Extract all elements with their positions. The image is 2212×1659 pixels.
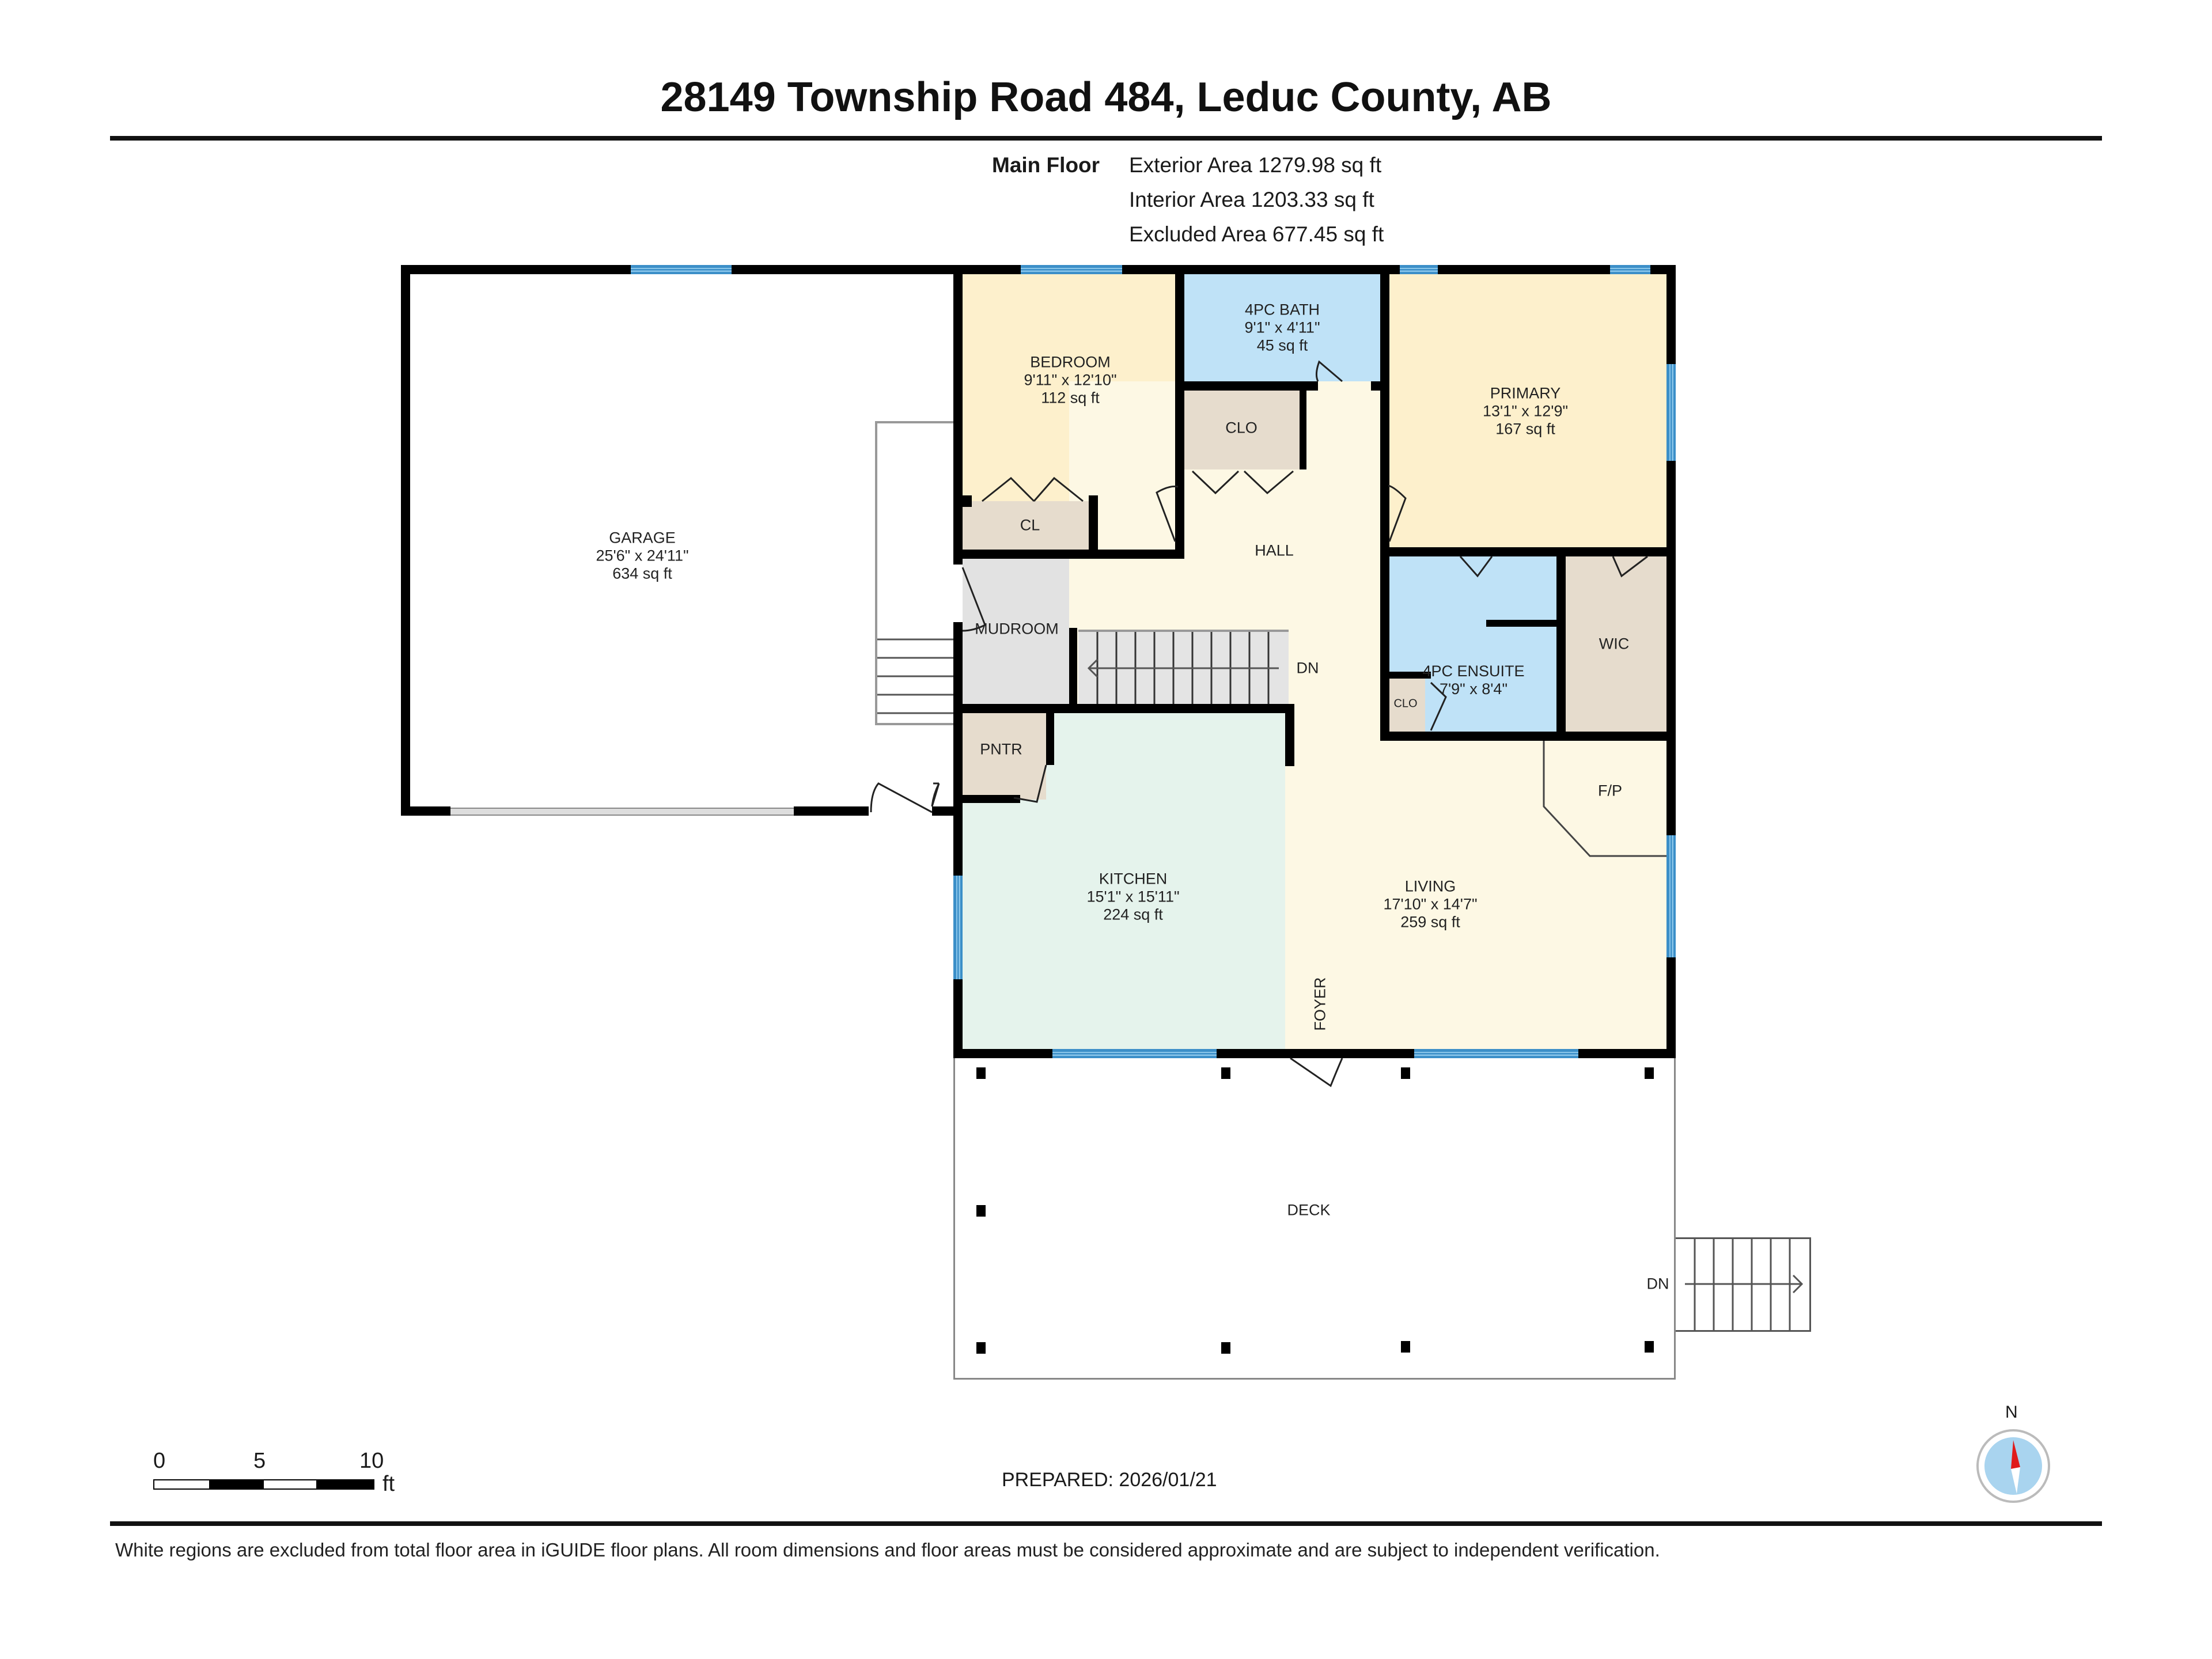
- label-wic: WIC: [1599, 635, 1630, 653]
- window: [1400, 265, 1438, 274]
- deck-post: [976, 1205, 986, 1217]
- wall: [1069, 628, 1077, 709]
- wall: [1380, 732, 1676, 741]
- room-cl-bedroom: [963, 501, 1095, 550]
- room-deck: [953, 1058, 1676, 1380]
- room-primary: [1389, 274, 1666, 547]
- room-garage: [410, 274, 953, 806]
- window: [1610, 265, 1650, 274]
- room-living: [1285, 732, 1666, 1049]
- scale-bar: 0 5 10 ft: [153, 1440, 412, 1503]
- wall: [1380, 544, 1389, 740]
- wall: [401, 806, 450, 816]
- compass: N: [1973, 1403, 2054, 1506]
- footer-divider: [110, 1521, 2102, 1526]
- wall: [1556, 556, 1566, 732]
- label-garage: GARAGE 25'6" x 24'11" 634 sq ft: [596, 529, 689, 582]
- exterior-area: Exterior Area 1279.98 sq ft: [1129, 153, 1382, 177]
- deck-post: [1221, 1342, 1230, 1354]
- wall: [1380, 265, 1389, 544]
- deck-stairs: [1676, 1237, 1811, 1332]
- label-bath: 4PC BATH 9'1" x 4'11" 45 sq ft: [1244, 301, 1320, 354]
- scale-tick-5: 5: [253, 1449, 266, 1473]
- wall: [1046, 713, 1054, 765]
- wall: [1389, 672, 1431, 679]
- label-clo-ensuite: CLO: [1393, 697, 1418, 710]
- room-clo-hall: [1184, 389, 1300, 469]
- wall: [953, 265, 1676, 274]
- footer-disclaimer: White regions are excluded from total fl…: [115, 1539, 1660, 1560]
- room-bath: [1184, 274, 1380, 381]
- wall: [963, 795, 1020, 803]
- label-kitchen: KITCHEN 15'1" x 15'11" 224 sq ft: [1086, 870, 1180, 923]
- window: [631, 265, 732, 274]
- wall: [1380, 547, 1676, 556]
- interior-area: Interior Area 1203.33 sq ft: [1129, 188, 1374, 211]
- label-pantry: PNTR: [980, 740, 1022, 758]
- deck-post: [1401, 1067, 1410, 1079]
- scale-tick-0: 0: [153, 1449, 166, 1473]
- label-ensuite: 4PC ENSUITE 7'9" x 8'4": [1422, 662, 1525, 698]
- label-fireplace: F/P: [1597, 782, 1623, 800]
- wall: [1175, 265, 1184, 559]
- window: [1021, 265, 1122, 274]
- wall: [1089, 495, 1098, 550]
- window: [1052, 1049, 1217, 1058]
- label-mudroom: MUDROOM: [975, 620, 1059, 638]
- deck-post: [1401, 1341, 1410, 1353]
- scale-bar-graphic: [153, 1479, 374, 1490]
- compass-icon: [1976, 1429, 2050, 1503]
- scale-tick-10: 10: [359, 1449, 384, 1473]
- label-foyer: FOYER: [1311, 977, 1329, 1031]
- wall: [1285, 704, 1294, 766]
- label-living: LIVING 17'10" x 14'7" 259 sq ft: [1383, 877, 1478, 931]
- page-title: 28149 Township Road 484, Leduc County, A…: [660, 74, 1552, 120]
- wall: [963, 550, 1184, 559]
- wall: [1300, 389, 1306, 469]
- wall: [1486, 620, 1556, 627]
- compass-north-label: N: [2005, 1403, 2018, 1422]
- label-deck-stairs-dn: DN: [1646, 1275, 1669, 1293]
- prepared-date: PREPARED: 2026/01/21: [1002, 1469, 1217, 1491]
- wall: [953, 265, 963, 565]
- wall: [1184, 381, 1318, 391]
- garage-door: [450, 808, 794, 816]
- header-divider: [110, 136, 2102, 141]
- scale-unit: ft: [382, 1472, 395, 1496]
- excluded-area: Excluded Area 677.45 sq ft: [1129, 222, 1384, 246]
- wall: [794, 806, 869, 816]
- deck-post: [976, 1342, 986, 1354]
- label-stairs-dn: DN: [1296, 659, 1319, 677]
- window: [1666, 835, 1676, 957]
- deck-post: [1645, 1067, 1654, 1079]
- deck-post: [1221, 1067, 1230, 1079]
- label-bedroom: BEDROOM 9'11" x 12'10" 112 sq ft: [1024, 353, 1117, 407]
- floor-label: Main Floor: [992, 153, 1100, 177]
- window: [1414, 1049, 1578, 1058]
- label-clo-hall: CLO: [1225, 419, 1257, 437]
- room-mudroom: [963, 559, 1069, 704]
- deck-post: [976, 1067, 986, 1079]
- room-wic: [1566, 556, 1666, 732]
- label-hall: HALL: [1255, 541, 1294, 559]
- wall: [401, 265, 410, 816]
- wall: [963, 704, 1294, 713]
- wall: [963, 495, 972, 507]
- label-cl-bedroom: CL: [1020, 516, 1040, 534]
- garage-steps: [875, 421, 953, 725]
- window: [953, 876, 963, 979]
- window: [1666, 364, 1676, 461]
- deck-post: [1645, 1341, 1654, 1353]
- room-pantry-overlay: [963, 713, 1046, 800]
- label-primary: PRIMARY 13'1" x 12'9" 167 sq ft: [1482, 384, 1569, 438]
- room-living-upper: [1285, 704, 1389, 733]
- label-deck: DECK: [1287, 1201, 1331, 1219]
- room-clo-ensuite: [1389, 679, 1425, 732]
